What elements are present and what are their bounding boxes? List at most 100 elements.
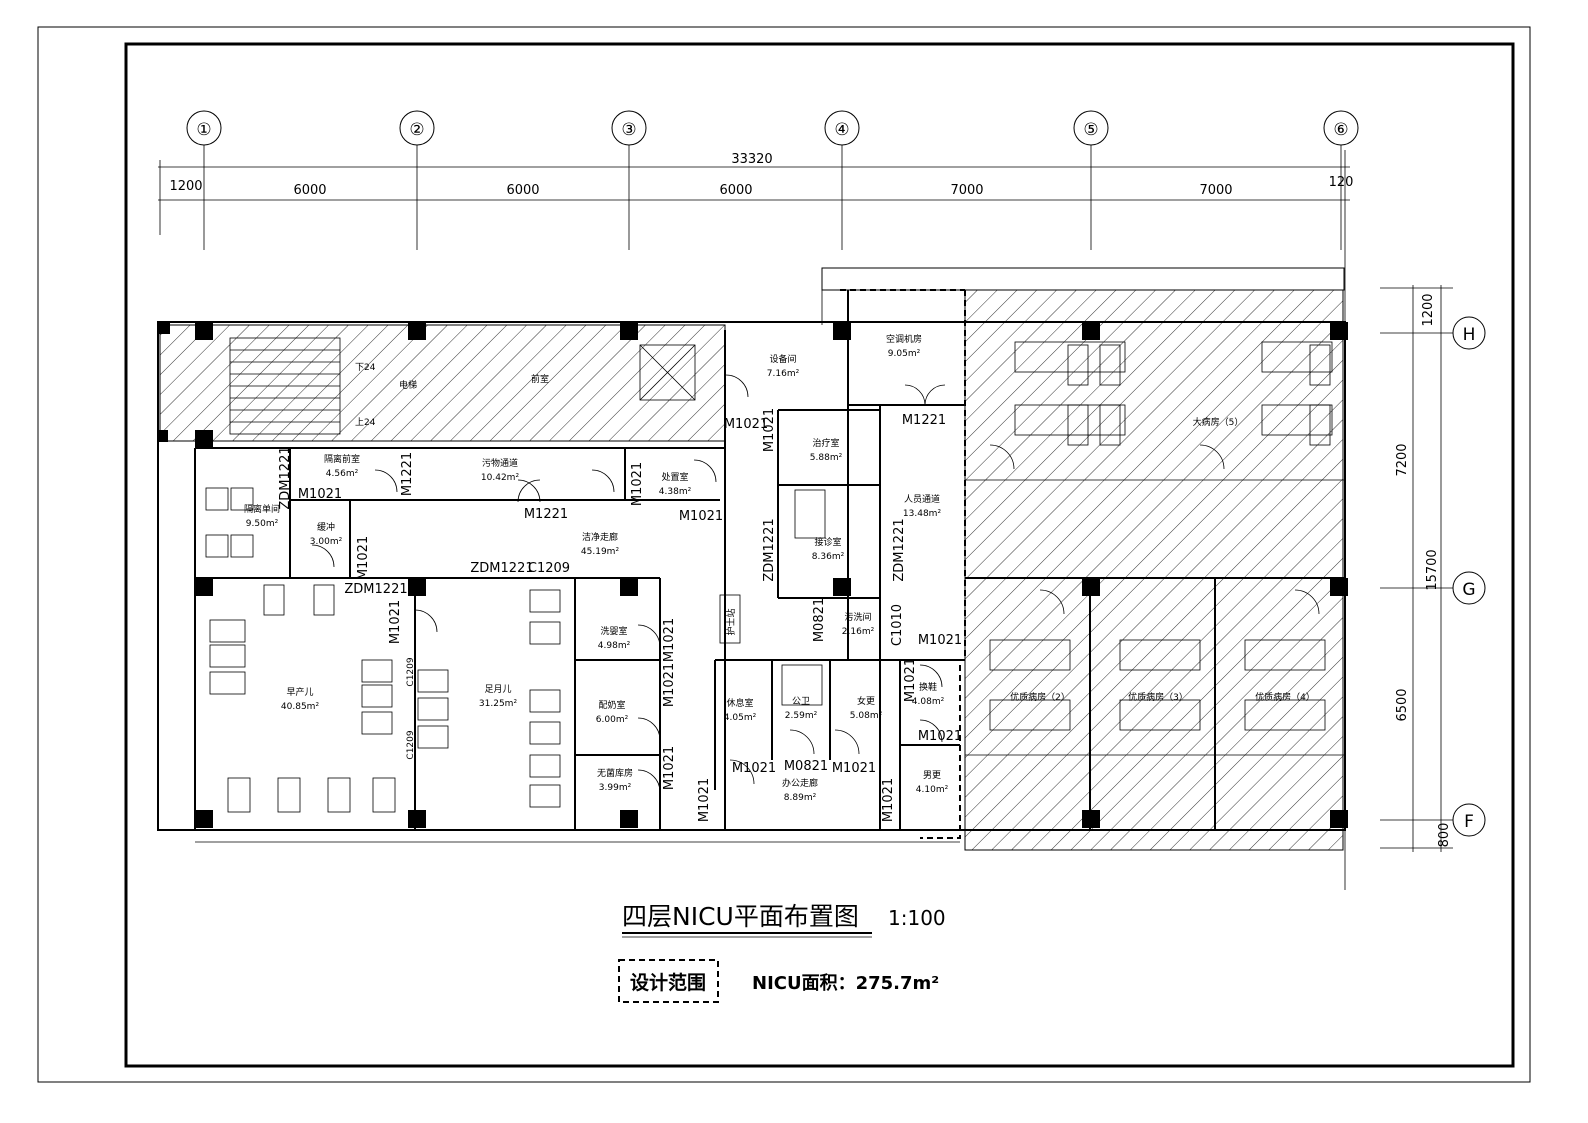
room-dirty-corridor: 污物通道 — [482, 457, 518, 469]
stair-down-label: 下24 — [355, 363, 376, 373]
svg-text:40.85m²: 40.85m² — [281, 702, 320, 712]
svg-text:6.00m²: 6.00m² — [596, 715, 629, 725]
room-staff-corridor: 人员通道 — [904, 493, 940, 505]
room-treatment: 治疗室 — [812, 437, 839, 449]
axis-label-1: ① — [196, 120, 211, 140]
room-hvac: 空调机房 — [886, 333, 922, 345]
room-rest: 休息室 — [726, 697, 753, 709]
room-buffer: 缓冲 — [317, 521, 335, 533]
svg-text:5.88m²: 5.88m² — [810, 453, 843, 463]
room-term: 足月儿 — [484, 684, 511, 695]
room-sluice: 污洗间 — [844, 611, 871, 623]
nicu-area-text: NICU面积：275.7m² — [752, 973, 939, 994]
svg-text:C1209: C1209 — [406, 730, 416, 759]
dim-120: 120 — [1329, 175, 1354, 190]
room-office-corridor: 办公走廊 — [782, 777, 818, 789]
axis-label-g: G — [1462, 580, 1475, 600]
top-dimensions: 33320 1200 6000 6000 6000 7000 7000 120 — [158, 150, 1353, 890]
svg-text:M1021: M1021 — [298, 487, 342, 502]
svg-text:ZDM1221: ZDM1221 — [344, 582, 407, 597]
room-female-change: 女更 — [857, 695, 875, 707]
room-large-ward: 大病房（5） — [1193, 416, 1244, 428]
svg-text:3.99m²: 3.99m² — [599, 783, 632, 793]
total-dimension: 33320 — [731, 152, 772, 167]
svg-text:C1209: C1209 — [406, 657, 416, 686]
axis-label-2: ② — [409, 120, 424, 140]
svg-text:M1021: M1021 — [630, 462, 645, 506]
svg-text:M1021: M1021 — [662, 618, 677, 662]
svg-text:ZDM1221: ZDM1221 — [892, 518, 907, 581]
svg-text:M1021: M1021 — [697, 778, 712, 822]
door-swings — [311, 374, 1320, 793]
axis-label-4: ④ — [834, 120, 849, 140]
room-clean-corridor: 洁净走廊 — [582, 531, 618, 543]
room-baby-wash: 洗婴室 — [600, 625, 627, 637]
svg-text:M1021: M1021 — [662, 663, 677, 707]
axis-label-f: F — [1464, 812, 1474, 832]
room-disposal: 处置室 — [661, 471, 688, 483]
axis-label-3: ③ — [621, 120, 636, 140]
dim-6000-c: 6000 — [719, 183, 752, 198]
rdim-6500: 6500 — [1395, 688, 1410, 721]
svg-text:C1209: C1209 — [528, 561, 570, 576]
legend-scope-box — [618, 959, 719, 1003]
room-male-change: 男更 — [923, 770, 941, 781]
structural-columns — [158, 322, 1348, 828]
door-tags: ZDM1221 M1021 M1221 M1021 M1221 M1021 M1… — [278, 408, 962, 822]
svg-text:M1021: M1021 — [903, 658, 918, 702]
svg-text:5.08m²: 5.08m² — [850, 711, 883, 721]
svg-text:4.08m²: 4.08m² — [912, 697, 945, 707]
svg-text:31.25m²: 31.25m² — [479, 699, 518, 709]
room-elevator-lobby: 电梯 — [399, 379, 417, 391]
room-preterm: 早产儿 — [286, 686, 313, 698]
svg-text:C1010: C1010 — [890, 604, 905, 646]
room-equipment: 设备间 — [769, 353, 796, 365]
axis-label-6: ⑥ — [1333, 120, 1348, 140]
furniture — [205, 341, 1333, 813]
svg-text:4.05m²: 4.05m² — [724, 713, 757, 723]
room-reception: 接诊室 — [814, 536, 841, 548]
svg-text:M0821: M0821 — [784, 759, 828, 774]
room-anteroom: 前室 — [531, 373, 549, 385]
room-milk-prep: 配奶室 — [598, 699, 625, 711]
svg-text:4.98m²: 4.98m² — [598, 641, 631, 651]
room-ward-3: 优质病房（3） — [1128, 691, 1188, 703]
svg-text:M1021: M1021 — [918, 729, 962, 744]
svg-text:M1021: M1021 — [762, 408, 777, 452]
room-labels: 隔离前室 4.56m² 污物通道 10.42m² 处置室 4.38m² 设备间 … — [244, 333, 1315, 803]
svg-text:M1021: M1021 — [918, 633, 962, 648]
svg-text:4.10m²: 4.10m² — [916, 785, 949, 795]
svg-text:10.42m²: 10.42m² — [481, 473, 520, 483]
svg-text:45.19m²: 45.19m² — [581, 547, 620, 557]
room-sterile-store: 无菌库房 — [597, 767, 633, 779]
svg-text:2.16m²: 2.16m² — [842, 627, 875, 637]
row-axis-markers: H G F 1200 7200 15700 6500 800 — [1380, 285, 1486, 852]
rdim-7200: 7200 — [1395, 443, 1410, 476]
title-block: 四层NICU平面布置图 1:100 设计范围 NICU面积：275.7m² — [618, 902, 946, 1003]
svg-text:ZDM1221: ZDM1221 — [470, 561, 533, 576]
room-nurse-station: 护士站 — [725, 608, 737, 635]
column-axis-markers: ① ② ③ ④ ⑤ ⑥ — [186, 110, 1359, 250]
drawing-title: 四层NICU平面布置图 — [622, 902, 859, 931]
svg-text:13.48m²: 13.48m² — [903, 509, 942, 519]
elevator-symbol — [639, 344, 696, 401]
dim-7000-a: 7000 — [950, 183, 983, 198]
dim-7000-b: 7000 — [1199, 183, 1232, 198]
room-isolation-anteroom: 隔离前室 — [324, 453, 360, 465]
svg-text:ZDM1221: ZDM1221 — [762, 518, 777, 581]
room-isolation-single: 隔离单间 — [244, 503, 280, 515]
legend-label: 设计范围 — [630, 971, 706, 994]
room-ward-2: 优质病房（2） — [1010, 691, 1070, 703]
dim-6000-a: 6000 — [293, 183, 326, 198]
svg-text:4.38m²: 4.38m² — [659, 487, 692, 497]
stair-up-label: 上24 — [355, 417, 376, 428]
rdim-1200: 1200 — [1421, 293, 1436, 326]
svg-text:9.05m²: 9.05m² — [888, 349, 921, 359]
svg-text:8.89m²: 8.89m² — [784, 793, 817, 803]
svg-text:8.36m²: 8.36m² — [812, 552, 845, 562]
svg-text:M1021: M1021 — [662, 746, 677, 790]
svg-text:M1221: M1221 — [902, 413, 946, 428]
rdim-total: 15700 — [1425, 549, 1440, 590]
svg-text:M1021: M1021 — [356, 536, 371, 580]
